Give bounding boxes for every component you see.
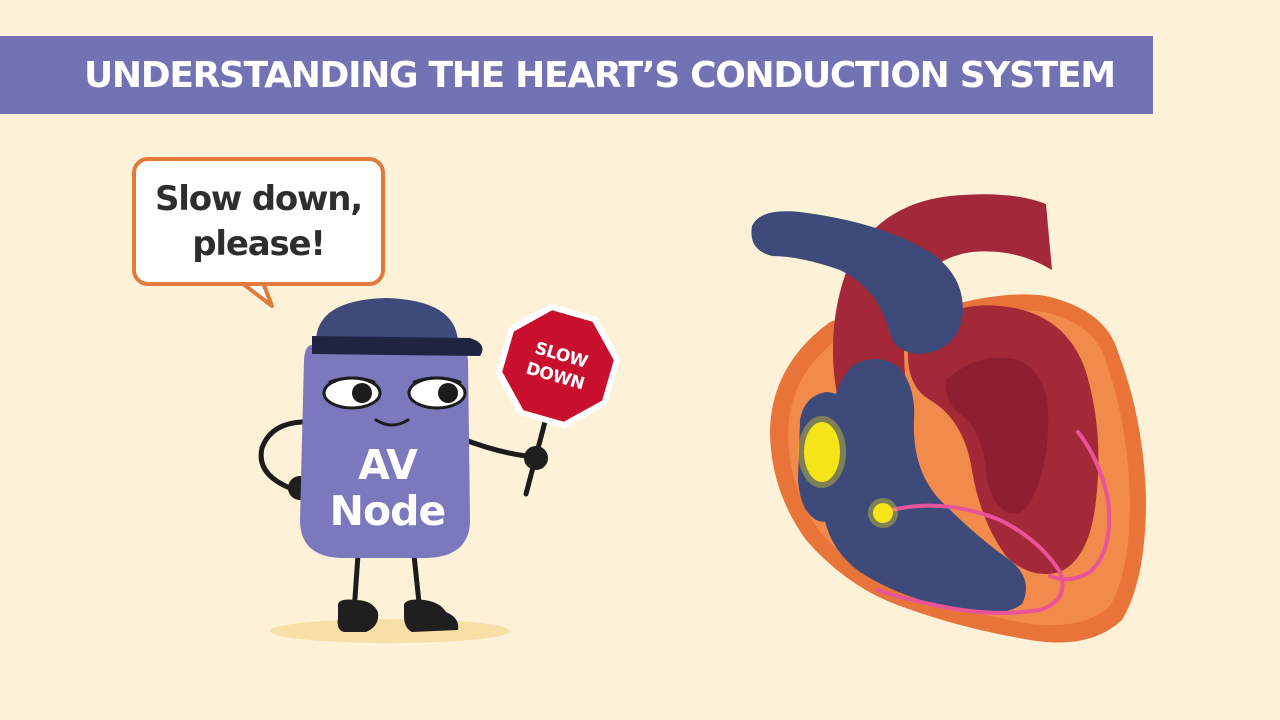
right-hand — [524, 446, 548, 470]
conduction-pathway — [876, 503, 1065, 615]
left-shoe — [337, 599, 379, 632]
cap-brim — [312, 336, 483, 356]
stop-sign-icon: SLOW DOWN — [495, 303, 621, 429]
character-cap — [316, 298, 458, 342]
av-node — [873, 503, 893, 523]
speech-bubble-line-1: Slow down, — [155, 178, 363, 219]
character-label-line-1: AV — [358, 441, 418, 489]
right-chambers — [822, 359, 1026, 613]
sa-node — [804, 422, 840, 482]
speech-bubble-line-2: please! — [192, 223, 326, 264]
smile — [374, 418, 410, 427]
vena-cava — [751, 211, 963, 354]
page-title: UNDERSTANDING THE HEART’S CONDUCTION SYS… — [84, 54, 1116, 96]
character-label-line-2: Node — [329, 487, 447, 535]
title-banner: UNDERSTANDING THE HEART’S CONDUCTION SYS… — [0, 36, 1153, 114]
right-shoe — [404, 599, 459, 632]
speech-bubble: Slow down, please! — [132, 157, 385, 286]
